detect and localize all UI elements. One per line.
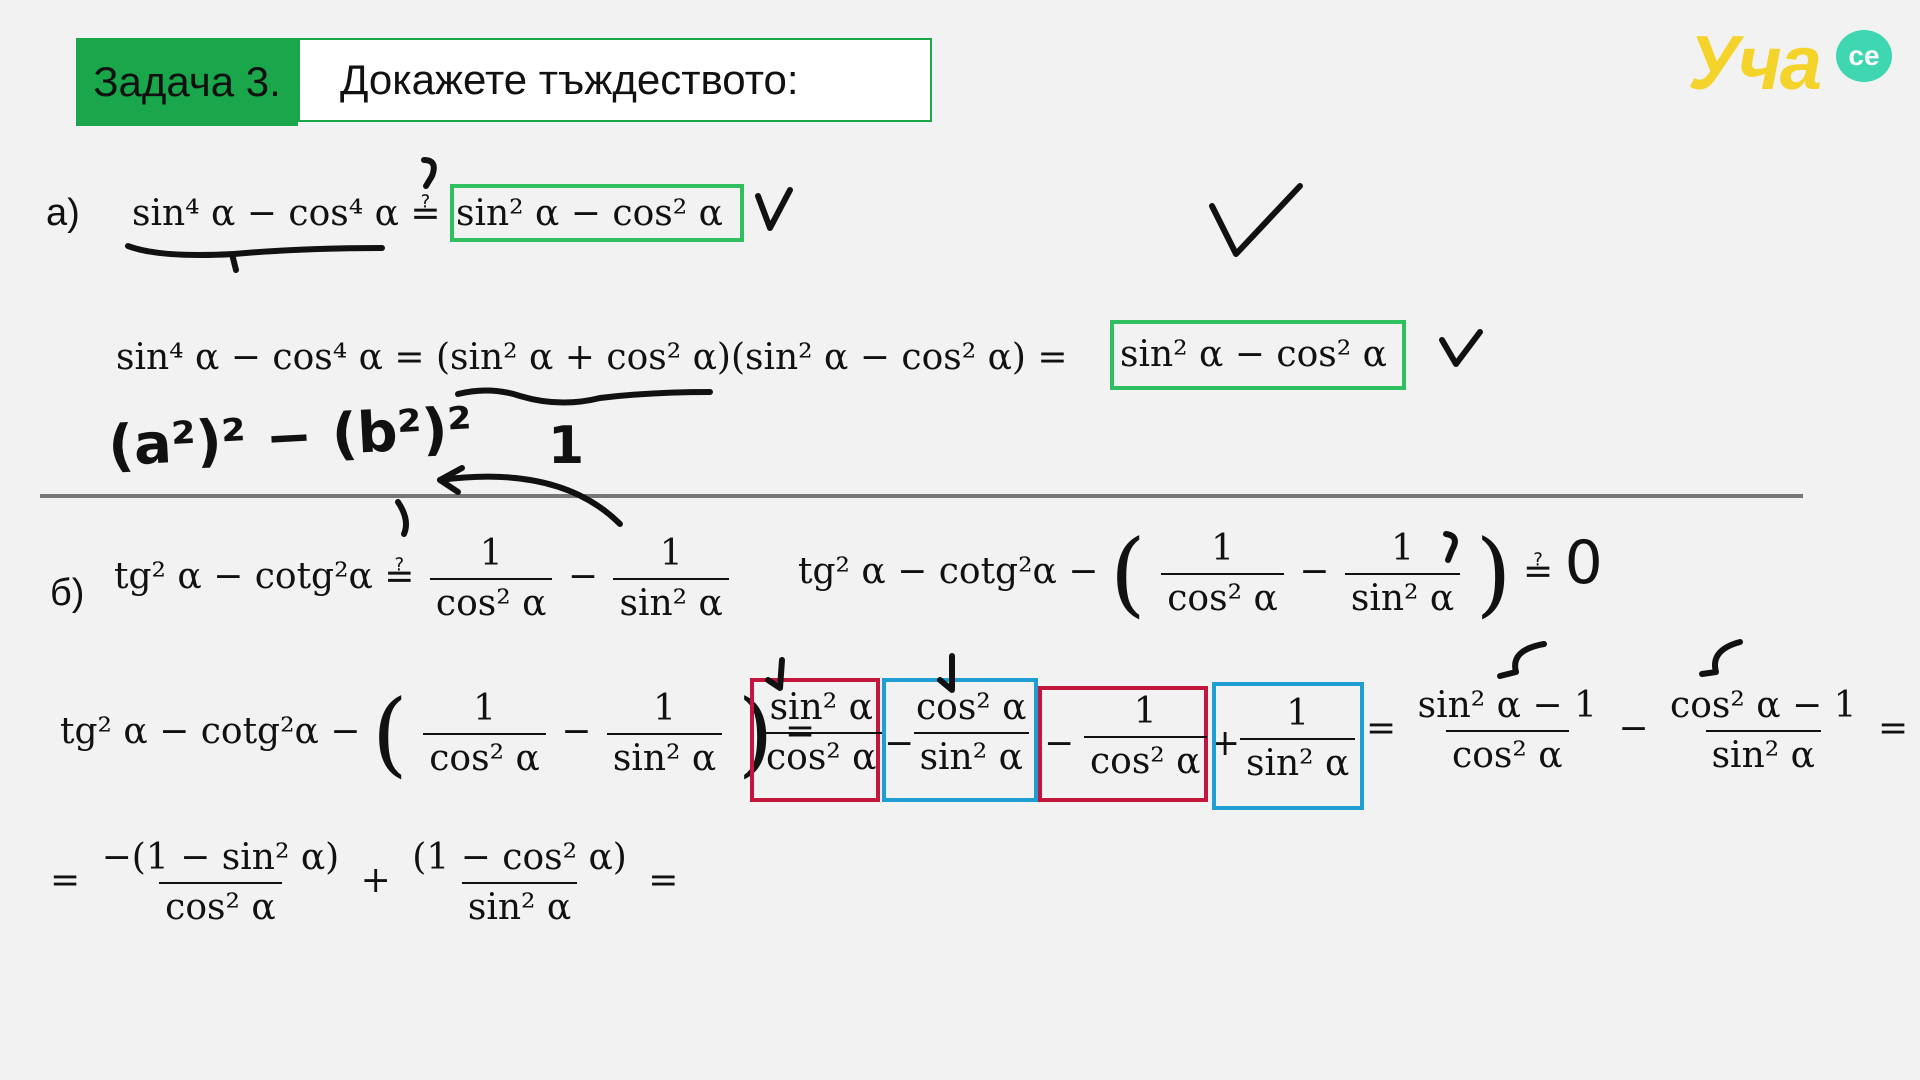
eq1-left: tg² α − cotg²α ≟: [114, 556, 415, 597]
part-a-answer: sin² α − cos² α: [456, 193, 723, 234]
eq2-left: tg² α − cotg²α −: [798, 551, 1099, 592]
part-a-derivation: sin⁴ α − cos⁴ α = (sin² α + cos² α)(sin²…: [116, 337, 1068, 378]
boxed-frac-1-cos: 1 cos² α: [1080, 694, 1211, 780]
underbrace-a: [125, 243, 385, 258]
part-a-answer-box: [450, 184, 744, 242]
question-mark-1: [421, 157, 437, 189]
part-a-statement: sin⁴ α − cos⁴ α ≟: [132, 193, 441, 234]
part-b-eq3: tg² α − cotg²α − ( 1 cos² α − 1 sin² α )…: [60, 680, 816, 787]
hand-note-squares: (a²)² − (b²)²: [106, 395, 474, 480]
part-b-eq2: tg² α − cotg²α − ( 1 cos² α − 1 sin² α )…: [798, 520, 1603, 627]
logo-bubble: се: [1836, 30, 1892, 82]
part-b-eq3-tail: = sin² α − 1 cos² α − cos² α − 1 sin² α …: [1366, 685, 1909, 776]
minus-2: −: [1044, 723, 1075, 764]
check-mark-1: [755, 187, 793, 231]
arrow-curl-2: [1699, 639, 1743, 677]
red-box-1: [750, 678, 880, 802]
part-b-eq4: = −(1 − sin² α) cos² α + (1 − cos² α) si…: [50, 837, 679, 928]
brand-logo: Уча се: [1688, 20, 1892, 110]
red-box-2: [1038, 686, 1208, 802]
boxed-frac-sin-cos: sin² α cos² α: [756, 690, 887, 776]
eq3-left: tg² α − cotg²α −: [60, 711, 361, 752]
arrow-curl-1: [1497, 641, 1547, 679]
eq2-frac-1: 1 cos² α: [1161, 531, 1284, 617]
task-instruction: Докажете тъждеството:: [298, 38, 932, 122]
boxed-frac-1-sin: 1 sin² α: [1236, 696, 1359, 782]
task-label: Задача 3.: [76, 38, 298, 126]
eq1-frac-2: 1 sin² α: [613, 536, 729, 622]
eq2-equals-q: ≟: [1523, 551, 1554, 592]
section-divider: [40, 494, 1803, 498]
underbrace-b: [455, 387, 713, 406]
blue-box-2: [1212, 682, 1364, 810]
logo-text: Уча: [1688, 21, 1822, 106]
eq2-zero: 0: [1564, 528, 1603, 598]
eq1-frac-1: 1 cos² α: [429, 536, 553, 622]
part-b-eq1: tg² α − cotg²α ≟ 1 cos² α − 1 sin² α: [114, 536, 733, 622]
check-mark-big: [1209, 183, 1303, 257]
part-a-result: sin² α − cos² α: [1120, 334, 1387, 375]
blue-box-1: [882, 678, 1038, 802]
part-a-result-box: [1110, 320, 1406, 390]
check-mark-2: [1439, 329, 1483, 367]
minus-1: −: [884, 723, 915, 764]
boxed-frac-cos-sin: cos² α sin² α: [906, 690, 1037, 776]
curved-arrow-head: [437, 465, 465, 495]
eq2-frac-2: 1 sin² α: [1344, 531, 1461, 617]
hand-note-one: 1: [548, 416, 585, 476]
part-a-label: а): [46, 192, 80, 234]
question-mark-3: [395, 499, 409, 537]
underbrace-tick: [229, 251, 239, 273]
part-b-label: б): [50, 572, 85, 614]
curved-arrow: [437, 473, 623, 527]
